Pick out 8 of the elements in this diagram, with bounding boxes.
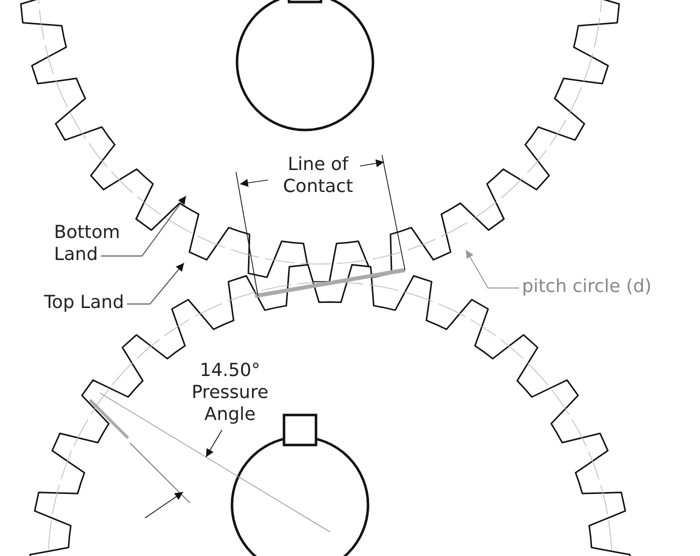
leader-line [126,262,184,304]
leader-line [100,196,186,256]
dimension-label: Line of Contact [282,154,354,198]
angle-label: 14.50° Pressure Angle [190,360,270,426]
part-label: pitch circle (d) [522,276,652,298]
part-label: Bottom Land [54,222,134,266]
leader-line [466,250,520,288]
part-label: Top Land [44,292,124,314]
